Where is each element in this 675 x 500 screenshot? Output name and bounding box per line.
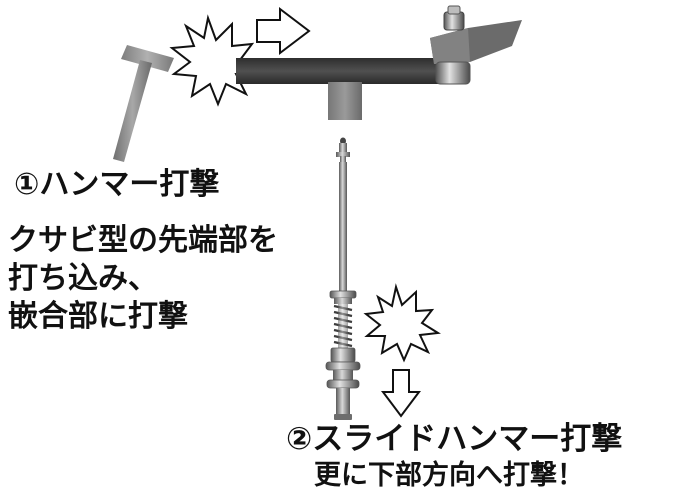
step1-heading: ①ハンマー打撃 [14, 167, 220, 202]
step1-description-line: 打ち込み、 [8, 261, 158, 296]
arrow-right-icon [256, 6, 311, 56]
tool-bar-assembly [236, 5, 522, 120]
arrow-down-icon [381, 369, 421, 418]
step2-subheading: 更に下部方向へ打撃！ [314, 460, 584, 491]
step2-heading: ②スライドハンマー打撃 [286, 421, 623, 457]
step1-description-line: クサビ型の先端部を [8, 223, 278, 258]
slide-hammer-icon [325, 137, 361, 420]
step1-description: クサビ型の先端部を 打ち込み、 嵌合部に打撃 [8, 222, 278, 336]
hammer-icon [113, 45, 174, 162]
step1-description-line: 嵌合部に打撃 [8, 299, 188, 334]
impact-burst-icon [363, 283, 441, 363]
